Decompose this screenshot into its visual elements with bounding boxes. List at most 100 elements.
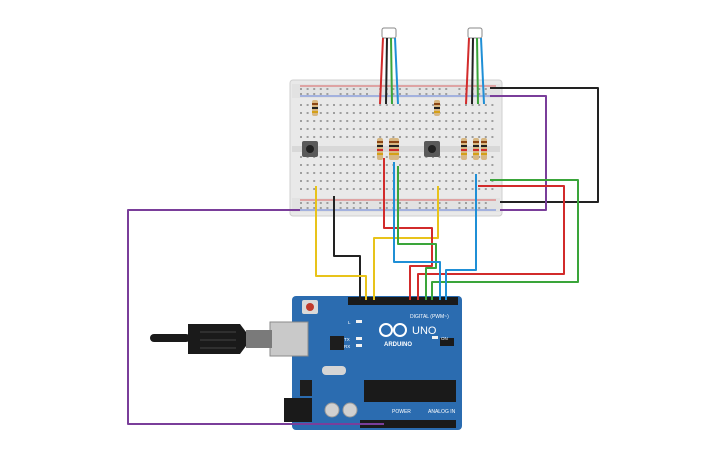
breadboard-hole <box>300 112 302 114</box>
resistor-led[interactable] <box>473 138 479 160</box>
breadboard-hole <box>491 120 494 122</box>
rgb-led-1[interactable] <box>379 27 399 105</box>
breadboard-hole <box>346 180 349 182</box>
breadboard-hole <box>372 180 375 182</box>
wire-red-led-1[interactable] <box>383 158 433 300</box>
breadboard-hole <box>379 172 382 174</box>
arduino-board[interactable] <box>269 296 462 430</box>
breadboard-hole <box>326 120 329 122</box>
breadboard-hole <box>432 93 434 95</box>
breadboard-hole <box>352 128 355 130</box>
breadboard-hole <box>346 207 349 209</box>
breadboard-hole <box>319 172 322 174</box>
breadboard-hole <box>339 172 342 174</box>
breadboard-hole <box>366 128 368 130</box>
reset-button[interactable] <box>306 303 314 311</box>
breadboard-hole <box>478 93 481 95</box>
breadboard-hole <box>366 88 368 90</box>
breadboard-hole <box>372 112 375 114</box>
breadboard-hole <box>359 112 362 114</box>
breadboard-hole <box>405 202 408 204</box>
breadboard-hole <box>366 164 368 166</box>
breadboard-hole <box>399 180 401 182</box>
wire-red-led-2[interactable] <box>417 185 565 300</box>
breadboard-hole <box>445 128 448 130</box>
breadboard-hole <box>372 164 375 166</box>
wire-green-led-2[interactable] <box>431 179 579 300</box>
breadboard-hole <box>346 93 349 95</box>
breadboard-hole <box>339 104 342 106</box>
resistor-led[interactable] <box>377 138 383 160</box>
wire-green-led-1[interactable] <box>397 166 437 300</box>
breadboard-hole <box>445 207 448 209</box>
breadboard-hole <box>478 188 481 190</box>
breadboard-hole <box>326 180 329 182</box>
wire-black-gnd-right[interactable] <box>490 87 599 203</box>
breadboard-hole <box>379 180 382 182</box>
breadboard-hole <box>379 120 382 122</box>
breadboard-hole <box>445 172 448 174</box>
breadboard-hole <box>346 172 349 174</box>
breadboard-hole <box>465 120 467 122</box>
breadboard-hole <box>425 88 428 90</box>
resistor-button-2[interactable] <box>434 100 440 116</box>
wire-yellow-button-2[interactable] <box>373 186 439 300</box>
breadboard-hole <box>306 88 309 90</box>
breadboard-hole <box>405 207 408 209</box>
breadboard-hole <box>306 207 309 209</box>
pushbutton-2[interactable] <box>424 141 440 157</box>
wire-yellow-button-1[interactable] <box>315 186 367 300</box>
breadboard-hole <box>300 164 302 166</box>
breadboard-hole <box>432 112 434 114</box>
breadboard-hole <box>458 180 461 182</box>
breadboard-hole <box>432 136 434 138</box>
breadboard-hole <box>366 93 368 95</box>
breadboard-hole <box>319 93 322 95</box>
breadboard-hole <box>405 88 408 90</box>
rgb-led-2[interactable] <box>465 27 485 105</box>
breadboard-hole <box>418 120 421 122</box>
breadboard-hole <box>445 112 448 114</box>
breadboard-hole <box>458 120 461 122</box>
breadboard-hole <box>438 188 441 190</box>
breadboard-hole <box>366 207 368 209</box>
breadboard-hole <box>412 188 415 190</box>
wire-purple-5v-arduino[interactable] <box>127 209 384 425</box>
wire-blue-led-1[interactable] <box>393 162 441 300</box>
breadboard-hole <box>432 104 434 106</box>
resistor-led[interactable] <box>481 138 487 160</box>
breadboard-hole <box>399 88 401 90</box>
breadboard-hole <box>478 202 481 204</box>
wire-black-gnd-arduino[interactable] <box>333 196 361 300</box>
breadboard-hole <box>326 93 329 95</box>
breadboard-hole <box>385 172 388 174</box>
breadboard-hole <box>405 112 408 114</box>
breadboard-hole <box>306 172 309 174</box>
breadboard-hole <box>491 128 494 130</box>
breadboard-hole <box>491 156 494 158</box>
breadboard-hole <box>399 172 401 174</box>
breadboard-hole <box>385 164 388 166</box>
resistor-led[interactable] <box>393 138 399 160</box>
breadboard-hole <box>425 112 428 114</box>
resistor-button-1[interactable] <box>312 100 318 116</box>
breadboard-hole <box>346 88 349 90</box>
breadboard-hole <box>379 128 382 130</box>
resistor-led[interactable] <box>461 138 467 160</box>
breadboard-hole <box>445 120 448 122</box>
breadboard-hole <box>445 136 448 138</box>
atmega-chip <box>364 380 456 402</box>
breadboard-hole <box>379 202 382 204</box>
wire-purple-5v-right[interactable] <box>490 95 547 211</box>
breadboard-hole <box>465 104 467 106</box>
breadboard-hole <box>405 93 408 95</box>
breadboard-hole <box>392 93 395 95</box>
breadboard-hole <box>432 188 434 190</box>
usb-port <box>269 321 309 357</box>
breadboard-hole <box>451 164 454 166</box>
breadboard-hole <box>346 164 349 166</box>
pushbutton-1[interactable] <box>302 141 318 157</box>
breadboard-hole <box>418 88 421 90</box>
wire-blue-led-2[interactable] <box>445 174 477 300</box>
breadboard-hole <box>458 136 461 138</box>
